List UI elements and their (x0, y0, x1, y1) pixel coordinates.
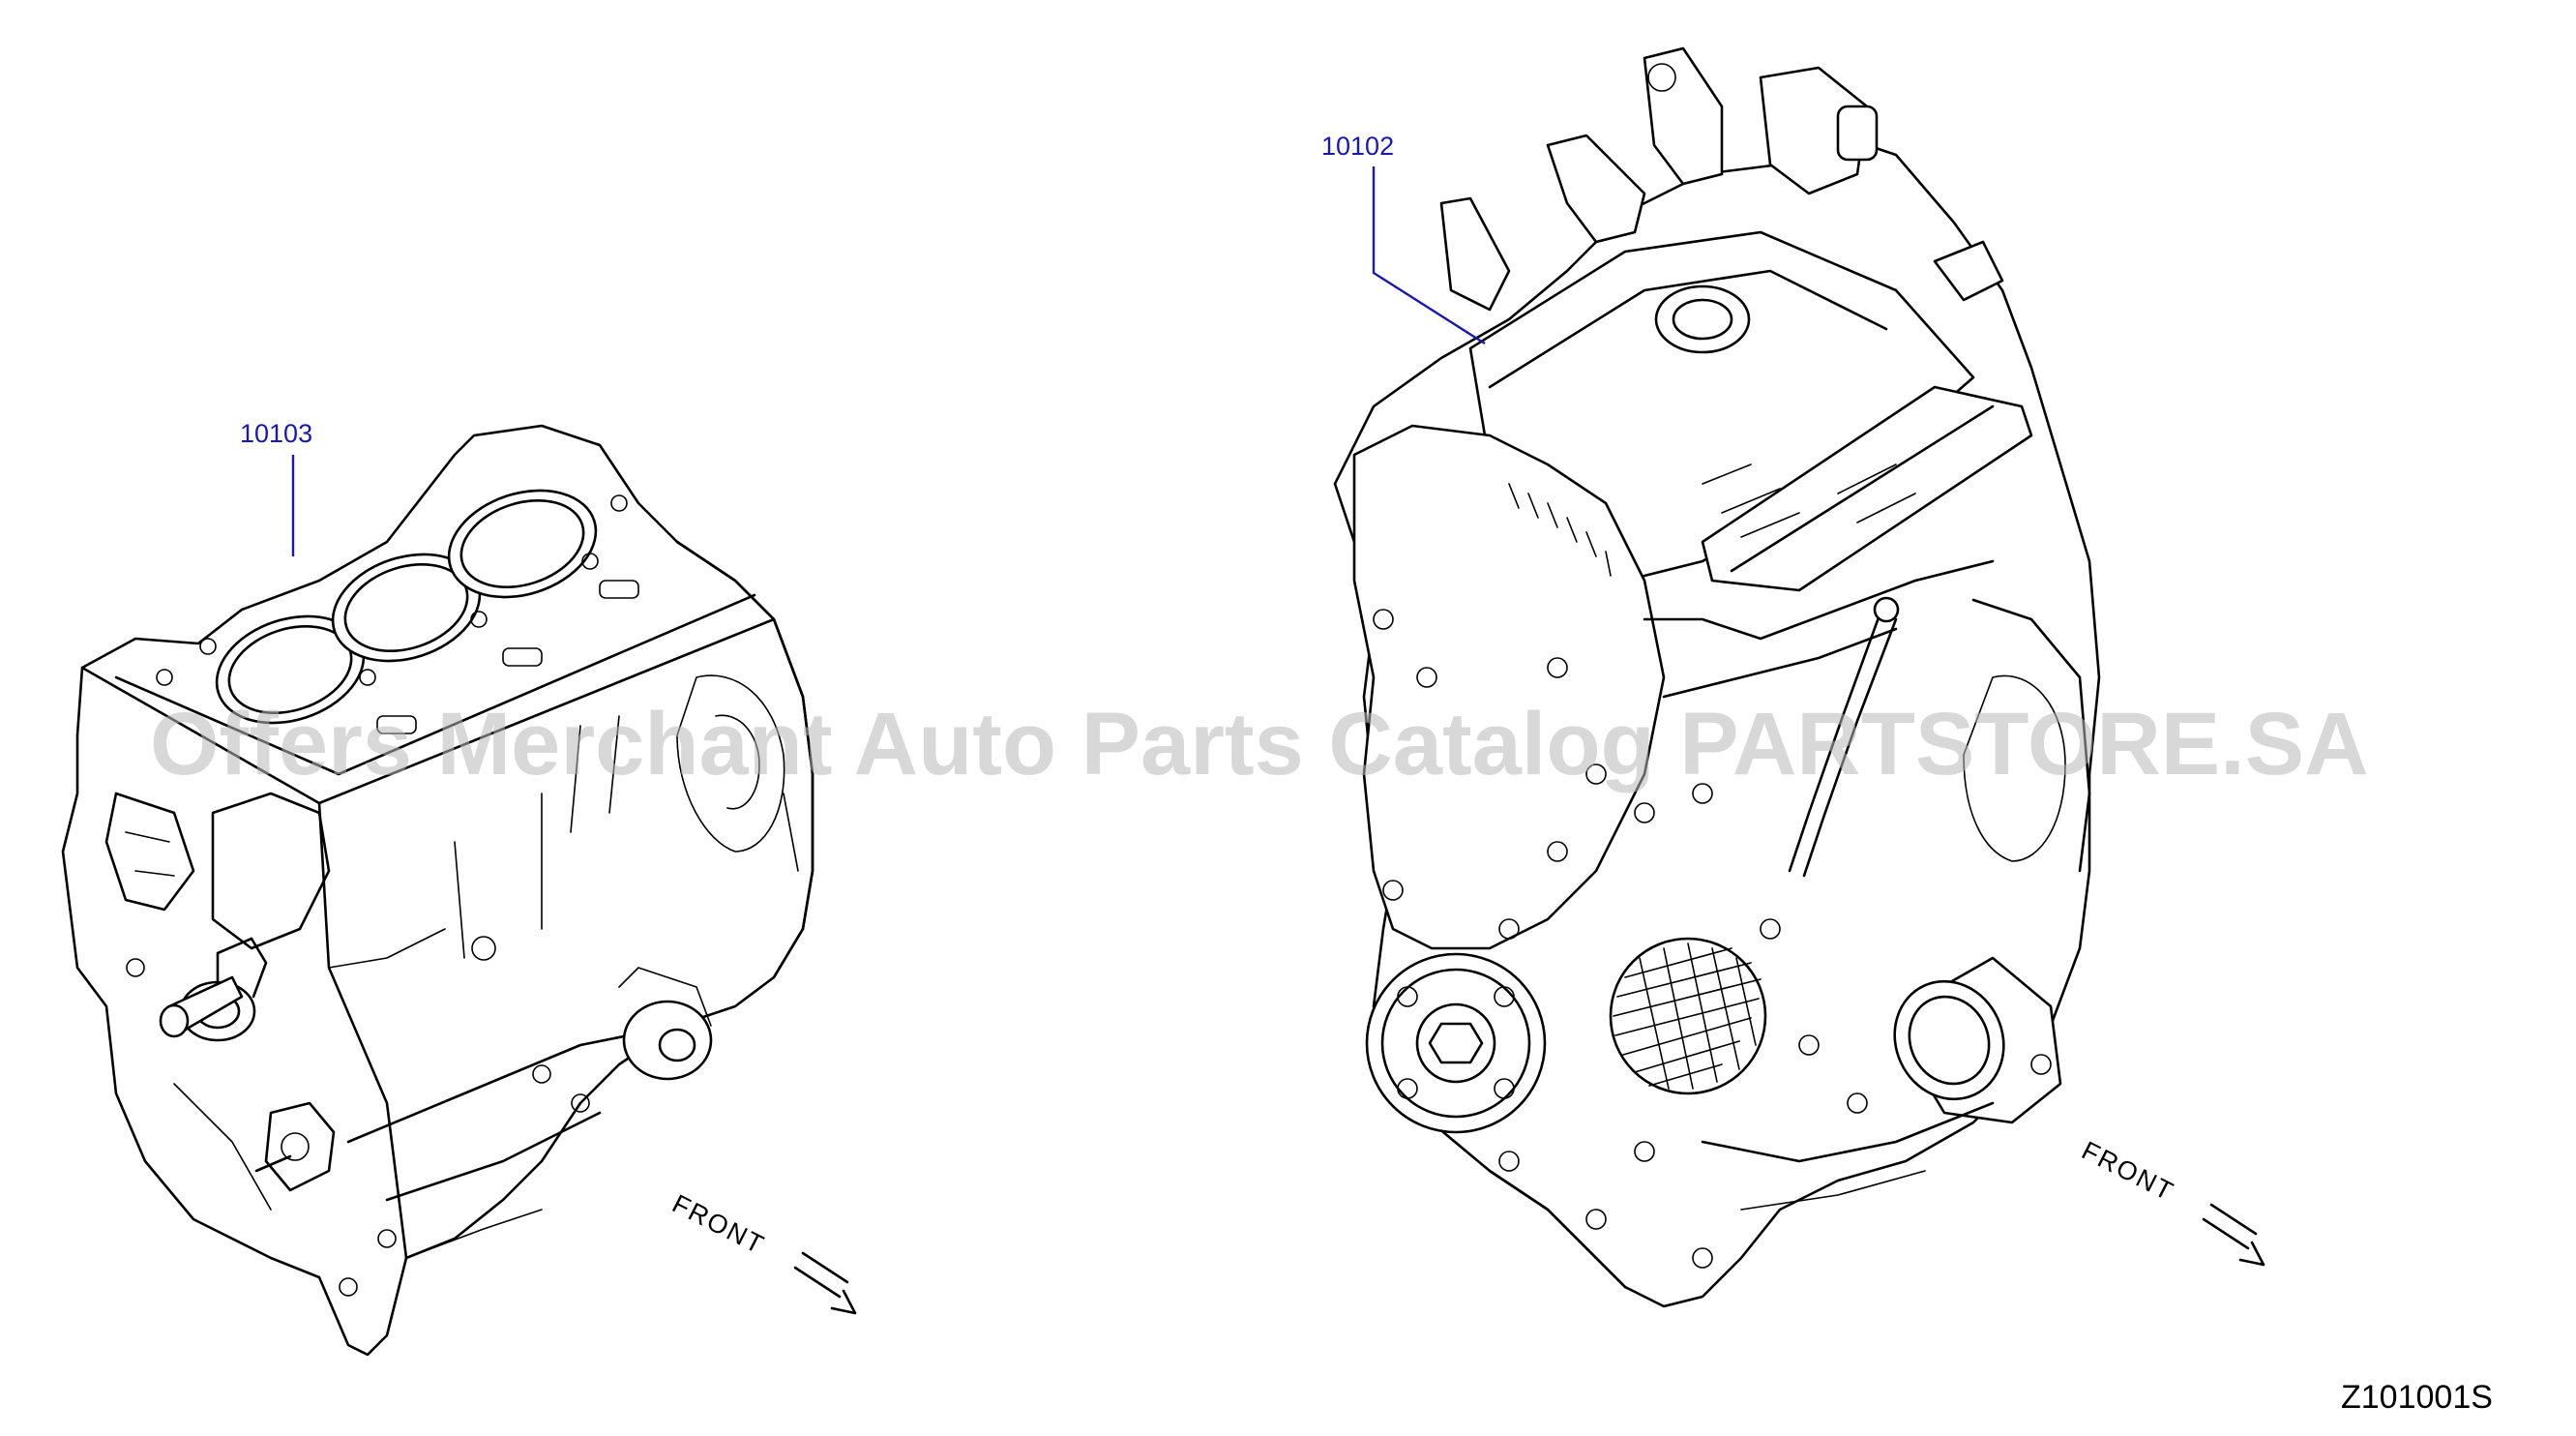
watermark: Offers Merchant Auto Parts Catalog PARTS… (150, 695, 2369, 793)
callout-10102-leader (1372, 166, 1486, 345)
part-number-10102[interactable]: 10102 (1321, 132, 1394, 161)
callout-10103[interactable]: 10103 (240, 419, 312, 556)
front-arrow-left-icon (793, 1251, 857, 1315)
diagram-id: Z101001S (2341, 1379, 2493, 1416)
front-arrow-right-icon (2202, 1203, 2265, 1267)
part-number-10103[interactable]: 10103 (240, 419, 312, 448)
front-indicator-right: FRONT (2077, 1136, 2265, 1267)
water-pump-mesh (1613, 942, 1762, 1090)
front-label-right: FRONT (2077, 1136, 2178, 1207)
callout-10102[interactable]: 10102 (1321, 132, 1486, 345)
engine-assembly-drawing (1333, 46, 2101, 1308)
short-block-drawing (61, 424, 814, 1357)
front-label-left: FRONT (667, 1189, 769, 1260)
front-indicator-left: FRONT (667, 1189, 857, 1315)
